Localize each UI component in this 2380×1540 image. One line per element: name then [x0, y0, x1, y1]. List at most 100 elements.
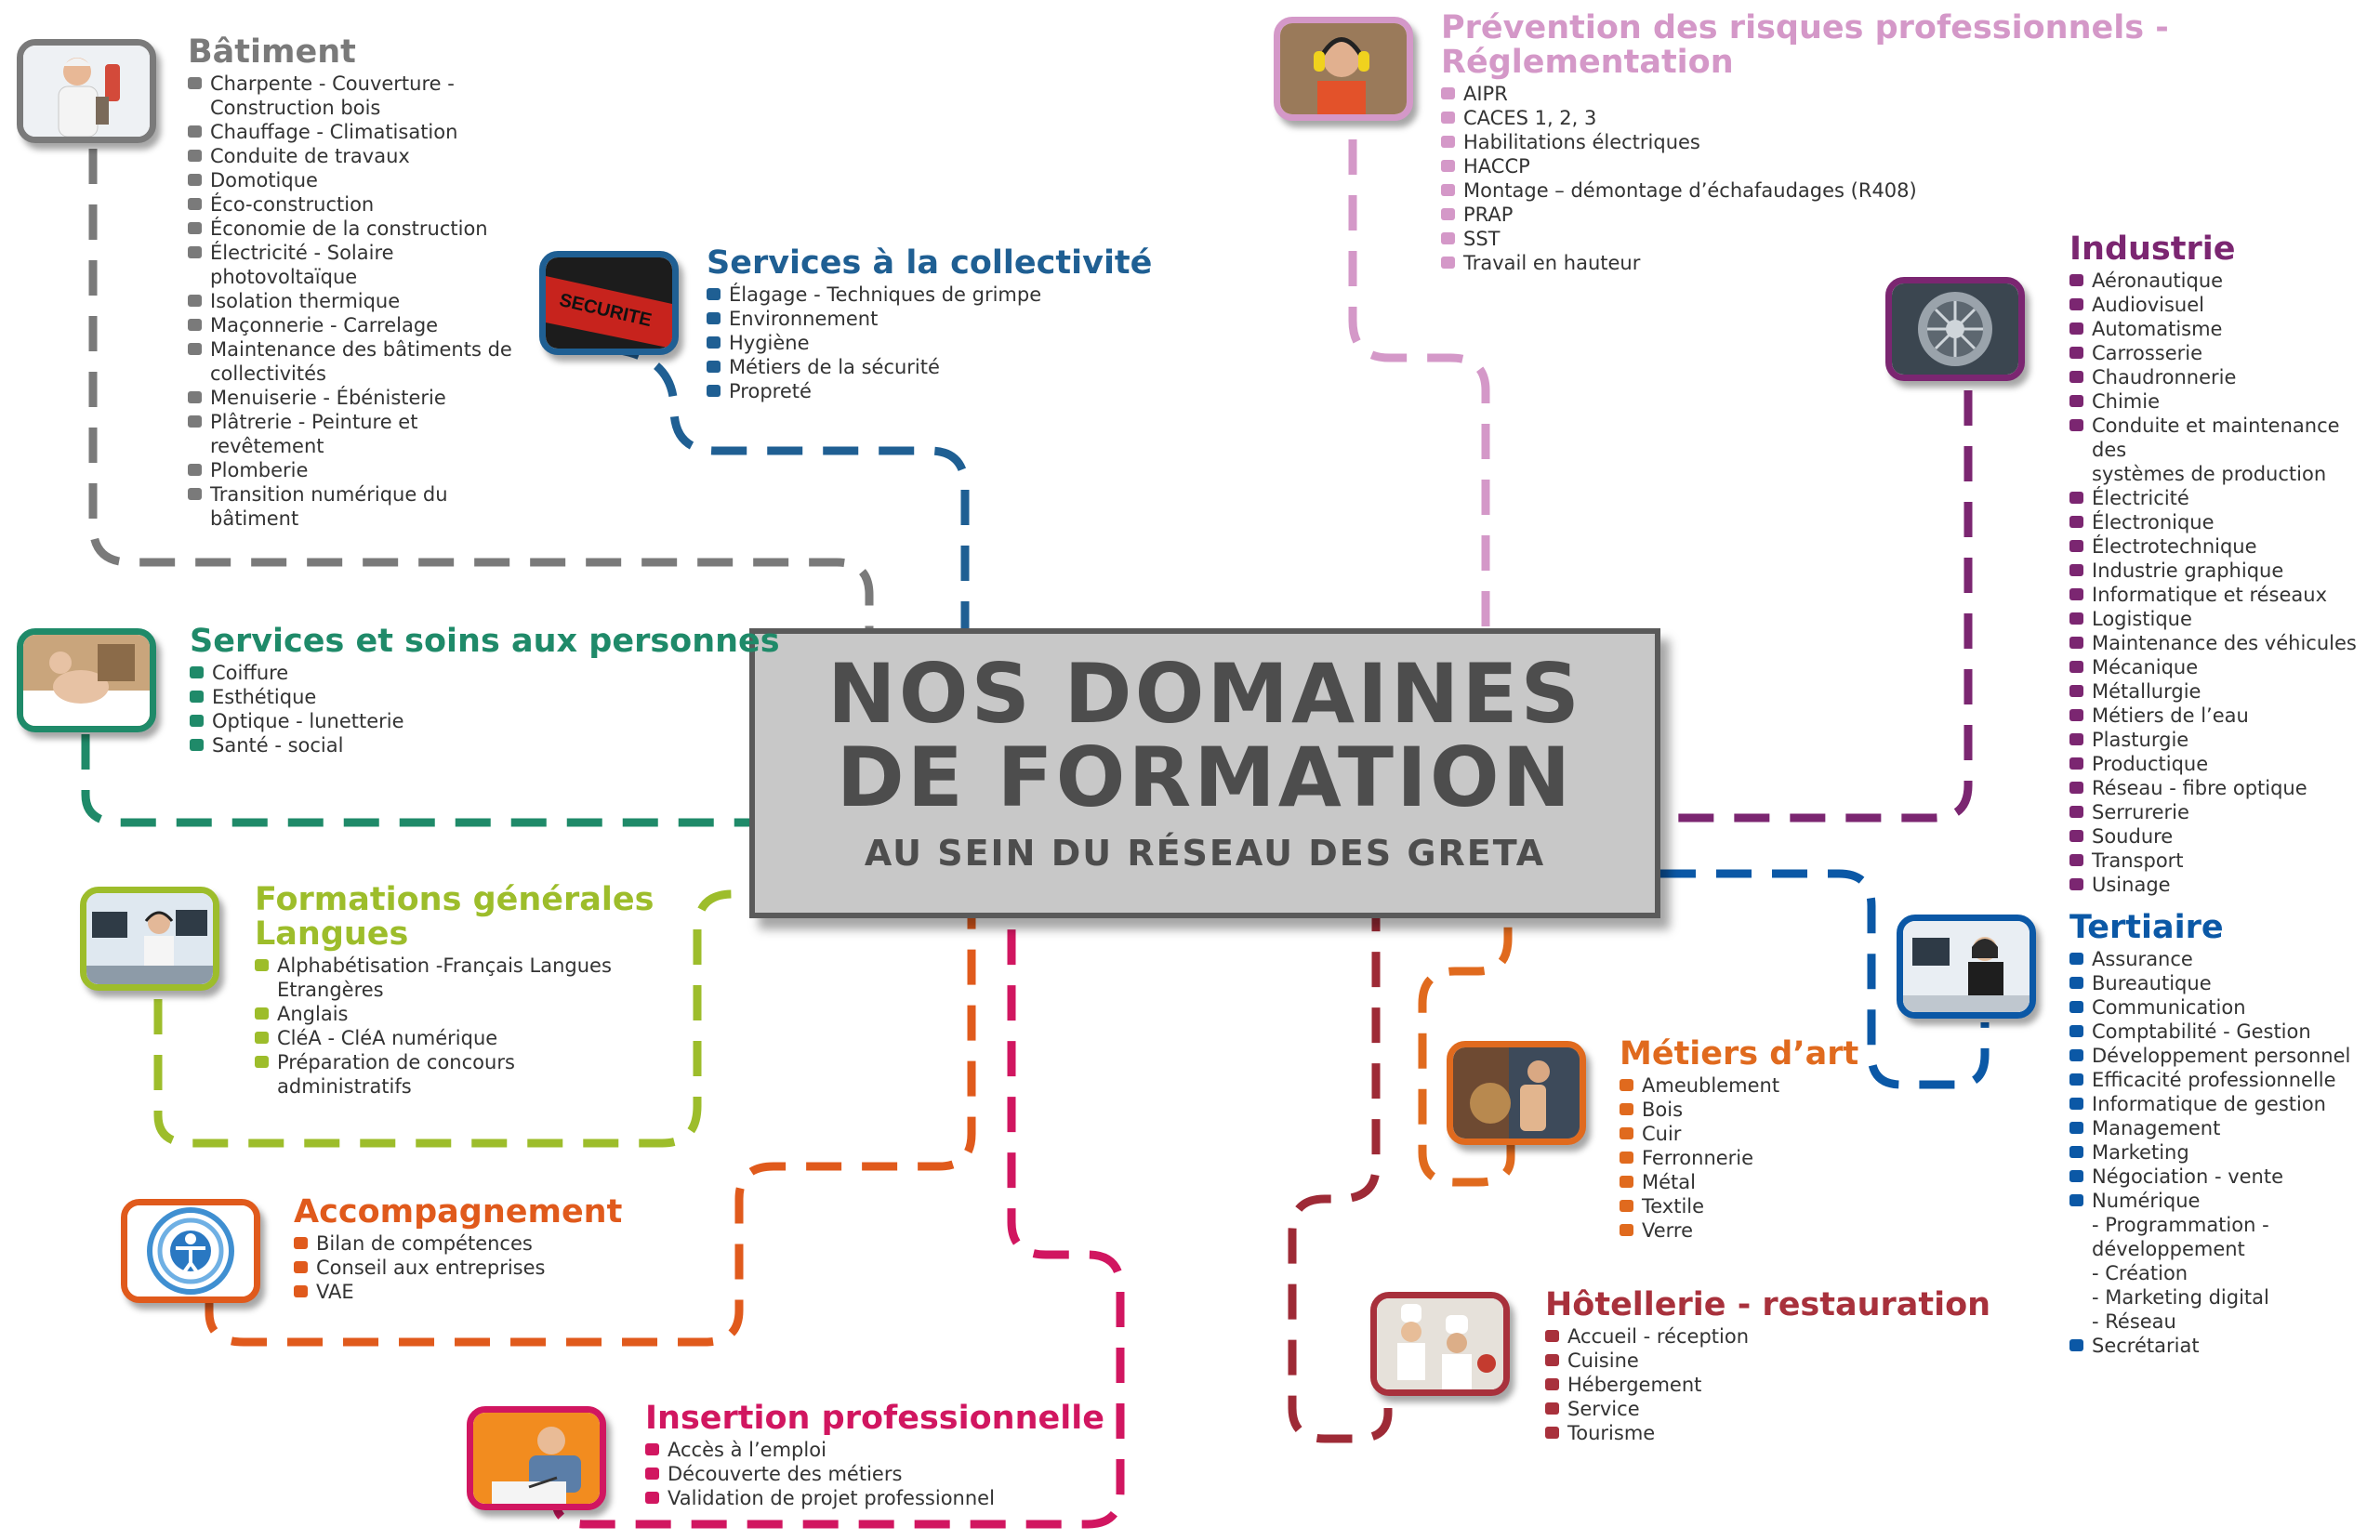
list-item: Santé - social — [190, 733, 780, 757]
connector-generales — [153, 889, 749, 1148]
list-item: Économie de la construction — [188, 217, 512, 241]
connector-personnes — [81, 734, 749, 827]
domain-insertion: Insertion professionnelle Accès à l’empl… — [645, 1402, 1104, 1510]
list-item: Chimie — [2069, 389, 2380, 414]
list-item: Validation de projet professionnel — [645, 1486, 1104, 1510]
list-item: Soudure — [2069, 824, 2380, 849]
central-title-line-2: DE FORMATION — [836, 730, 1574, 825]
domain-generales: Formations générales Langues Alphabétisa… — [255, 883, 654, 1099]
list-item: Plâtrerie - Peinture et revêtement — [188, 410, 512, 458]
list-item: Cuisine — [1545, 1349, 1990, 1373]
accompagnement-photo-icon — [121, 1199, 260, 1303]
list-item: Management — [2069, 1116, 2350, 1140]
domain-personnes: Services et soins aux personnes Coiffure… — [190, 625, 780, 757]
domain-collectivite: Services à la collectivité Élagage - Tec… — [707, 246, 1152, 403]
domain-batiment: Bâtiment Charpente - Couverture - Constr… — [188, 35, 512, 531]
list-item: Ferronnerie — [1620, 1146, 1858, 1170]
list-item: Mécanique — [2069, 655, 2380, 679]
list-item: Communication — [2069, 995, 2350, 1020]
list-item: Numérique — [2069, 1189, 2350, 1213]
domain-generales-list: Alphabétisation -Français Langues Etrang… — [255, 954, 654, 1099]
domain-hotellerie-title: Hôtellerie - restauration — [1545, 1286, 1991, 1323]
list-item: Propreté — [707, 379, 1152, 403]
domain-insertion-title: Insertion professionnelle — [645, 1400, 1104, 1437]
list-item: Métiers de la sécurité — [707, 355, 1152, 379]
list-item: Accès à l’emploi — [645, 1438, 1104, 1462]
domain-collectivite-title: Services à la collectivité — [707, 244, 1153, 282]
list-item: Électricité — [2069, 486, 2380, 510]
list-item: Maintenance des véhicules — [2069, 631, 2380, 655]
list-item: Maçonnerie - Carrelage — [188, 313, 512, 337]
domain-batiment-list: Charpente - Couverture - Construction bo… — [188, 72, 512, 531]
list-item: Découverte des métiers — [645, 1462, 1104, 1486]
list-item: Esthétique — [190, 685, 780, 709]
list-item: Hébergement — [1545, 1373, 1990, 1397]
domain-accompagnement-title: Accompagnement — [294, 1193, 623, 1231]
list-item: CACES 1, 2, 3 — [1441, 106, 2169, 130]
list-item: Habilitations électriques — [1441, 130, 2169, 154]
list-item: Domotique — [188, 168, 512, 192]
list-item: Charpente - Couverture - Construction bo… — [188, 72, 512, 120]
list-item: Conduite et maintenance des systèmes de … — [2069, 414, 2380, 486]
list-item: Réseau - fibre optique — [2069, 776, 2380, 800]
list-item: Marketing — [2069, 1140, 2350, 1165]
list-item: Audiovisuel — [2069, 293, 2380, 317]
list-item: - Programmation - développement — [2092, 1214, 2269, 1260]
domain-generales-title: Formations générales Langues — [255, 881, 654, 953]
list-item: Cuir — [1620, 1122, 1858, 1146]
list-item: CléA - CléA numérique — [255, 1026, 654, 1050]
domain-prevention-title: Prévention des risques professionnels - … — [1441, 9, 2169, 81]
list-item: Informatique de gestion — [2069, 1092, 2350, 1116]
list-item: Maintenance des bâtiments de collectivit… — [188, 337, 512, 386]
list-item: Assurance — [2069, 947, 2350, 971]
list-item: Électricité - Solaire photovoltaïque — [188, 241, 512, 289]
list-item: AIPR — [1441, 82, 2169, 106]
metiers-art-photo-icon — [1447, 1041, 1586, 1145]
batiment-photo-icon — [17, 39, 156, 143]
domain-hotellerie: Hôtellerie - restauration Accueil - réce… — [1545, 1288, 1990, 1445]
list-item: Électrotechnique — [2069, 534, 2380, 559]
list-item: Ameublement — [1620, 1073, 1858, 1098]
list-item: Transport — [2069, 849, 2380, 873]
list-item: Informatique et réseaux — [2069, 583, 2380, 607]
industrie-photo-icon — [1885, 277, 2025, 381]
domain-tertiaire-title: Tertiaire — [2069, 909, 2224, 946]
list-item: Coiffure — [190, 661, 780, 685]
connector-industrie — [1660, 390, 1973, 823]
tertiaire-photo-icon — [1897, 915, 2036, 1019]
list-item: Métiers de l’eau — [2069, 704, 2380, 728]
list-item: Travail en hauteur — [1441, 251, 2169, 275]
list-item: Textile — [1620, 1194, 1858, 1218]
list-item: Anglais — [255, 1002, 654, 1026]
list-item: Électronique — [2069, 510, 2380, 534]
list-item: Bilan de compétences — [294, 1231, 622, 1256]
list-item: Aéronautique — [2069, 269, 2380, 293]
domain-prevention: Prévention des risques professionnels - … — [1441, 11, 2169, 275]
insertion-photo-icon — [467, 1406, 606, 1510]
list-item: Conduite de travaux — [188, 144, 512, 168]
list-item: Négociation - vente — [2069, 1165, 2350, 1189]
connector-tertiaire — [1660, 869, 1990, 1089]
list-item: - Marketing digital — [2092, 1286, 2269, 1309]
list-item: Chaudronnerie — [2069, 365, 2380, 389]
connector-batiment — [88, 149, 874, 628]
list-item: Environnement — [707, 307, 1152, 331]
list-item: Accueil - réception — [1545, 1324, 1990, 1349]
list-item: - Réseau — [2092, 1310, 2176, 1333]
central-subtitle: AU SEIN DU RÉSEAU DES GRETA — [864, 833, 1546, 874]
hotellerie-photo-icon — [1370, 1292, 1510, 1396]
list-item: Verre — [1620, 1218, 1858, 1243]
list-item: Bois — [1620, 1098, 1858, 1122]
